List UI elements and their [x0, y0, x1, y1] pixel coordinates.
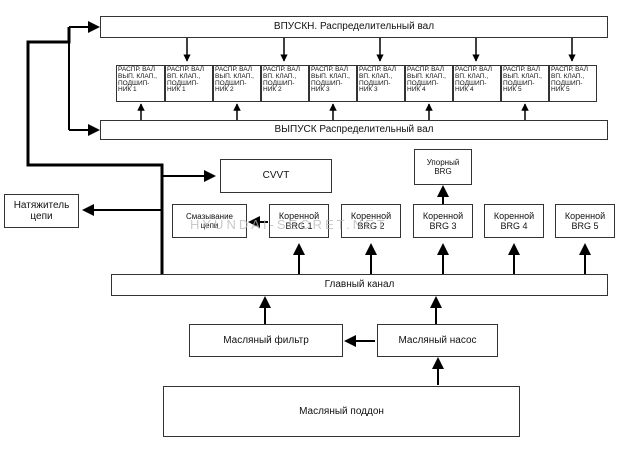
cam-bearing-cell: РАСПР. ВАЛ ВЫП. КЛАП., ПОДШИП- НИК 3	[309, 65, 357, 102]
cam-bearing-cell: РАСПР. ВАЛ ВП. КЛАП., ПОДШИП- НИК 4	[453, 65, 501, 102]
cam-bearing-cell: РАСПР. ВАЛ ВЫП. КЛАП., ПОДШИП- НИК 4	[405, 65, 453, 102]
main-feed-trunk-line	[26, 27, 164, 274]
cvvt-box: CVVT	[220, 159, 332, 193]
cam-bearing-cell: РАСПР. ВАЛ ВЫП. КЛАП., ПОДШИП- НИК 1	[116, 65, 165, 102]
thrust-bearing-box: Упорный BRG	[414, 149, 472, 185]
chain-tensioner-box: Натяжитель цепи	[4, 194, 79, 228]
exhaust-camshaft-bar: ВЫПУСК Распределительный вал	[100, 120, 608, 140]
bearing-feed-arrows	[248, 185, 591, 274]
cam-bearing-cell: РАСПР. ВАЛ ВП. КЛАП., ПОДШИП- НИК 2	[261, 65, 309, 102]
cam-bearing-cell: РАСПР. ВАЛ ВЫП. КЛАП., ПОДШИП- НИК 2	[213, 65, 261, 102]
oil-pan-box: Масляный поддон	[163, 386, 520, 437]
cam-bearing-cell: РАСПР. ВАЛ ВП. КЛАП., ПОДШИП- НИК 1	[165, 65, 213, 102]
main-bearing-box: Коренной BRG 4	[484, 204, 544, 238]
main-bearing-box: Коренной BRG 3	[413, 204, 473, 238]
cam-bearing-cell: РАСПР. ВАЛ ВП. КЛАП., ПОДШИП- НИК 3	[357, 65, 405, 102]
exhaust-up-arrows	[137, 103, 529, 120]
intake-down-arrows	[183, 38, 576, 62]
main-bearing-box: Коренной BRG 1	[269, 204, 329, 238]
oil-pump-box: Масляный насос	[377, 324, 498, 357]
main-gallery-bar: Главный канал	[111, 274, 608, 296]
supply-arrows	[259, 296, 444, 385]
intake-camshaft-bar: ВПУСКН. Распределительный вал	[100, 16, 608, 38]
cam-bearing-cell: РАСПР. ВАЛ ВЫП. КЛАП., ПОДШИП- НИК 5	[501, 65, 549, 102]
oil-filter-box: Масляный фильтр	[189, 324, 343, 357]
main-bearing-box: Коренной BRG 5	[555, 204, 615, 238]
main-bearing-box: Коренной BRG 2	[341, 204, 401, 238]
cam-bearing-cell: РАСПР. ВАЛ ВП. КЛАП., ПОДШИП- НИК 5	[549, 65, 597, 102]
chain-lubrication-box: Смазывание цепи	[172, 204, 247, 238]
